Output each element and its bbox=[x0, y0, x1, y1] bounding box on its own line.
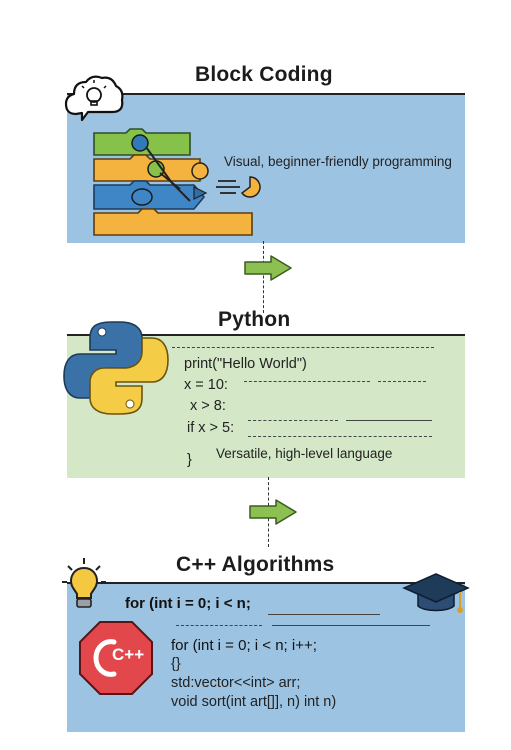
cpp-logo-icon bbox=[79, 621, 153, 695]
code-dash bbox=[172, 347, 434, 348]
arrow-right-icon bbox=[249, 499, 297, 525]
connector-dash bbox=[263, 241, 264, 313]
cpp-code-line-2: {} bbox=[171, 656, 181, 672]
python-code-line-3: x > 8: bbox=[190, 398, 226, 414]
python-caption: Versatile, high-level language bbox=[216, 446, 393, 461]
cpp-top-line: for (int i = 0; i < n; bbox=[125, 595, 251, 612]
python-code-line-2: x = 10: bbox=[184, 377, 228, 393]
code-dash bbox=[176, 625, 262, 626]
graduation-cap-icon bbox=[402, 573, 470, 613]
code-underline bbox=[272, 625, 430, 626]
code-dash bbox=[378, 381, 426, 382]
lightbulb-icon bbox=[62, 558, 106, 608]
cpp-title: C++ Algorithms bbox=[176, 553, 335, 576]
python-code-line-4: if x > 5: bbox=[187, 420, 235, 436]
python-title: Python bbox=[218, 308, 291, 331]
code-underline bbox=[346, 420, 432, 421]
cpp-code-line-3: std:vector<<int> arr; bbox=[171, 675, 301, 691]
code-dash bbox=[248, 436, 432, 437]
python-logo-icon bbox=[63, 321, 169, 415]
code-dash bbox=[244, 381, 370, 382]
block-coding-caption: Visual, beginner-friendly programming bbox=[224, 154, 452, 169]
code-underline bbox=[268, 614, 380, 615]
cloud-lightbulb-icon bbox=[64, 75, 124, 122]
cpp-logo-text: C++ bbox=[112, 645, 145, 664]
block-coding-title: Block Coding bbox=[195, 63, 333, 86]
python-code-line-1: print("Hello World") bbox=[184, 356, 307, 372]
python-code-line-5: } bbox=[187, 452, 192, 468]
cpp-code-line-1: for (int i = 0; i < n; i++; bbox=[171, 637, 317, 654]
blocks-icon bbox=[93, 128, 261, 236]
cpp-code-line-4: void sort(int art[]], n) int n) bbox=[171, 694, 337, 710]
code-dash bbox=[248, 420, 338, 421]
arrow-right-icon bbox=[244, 255, 292, 281]
